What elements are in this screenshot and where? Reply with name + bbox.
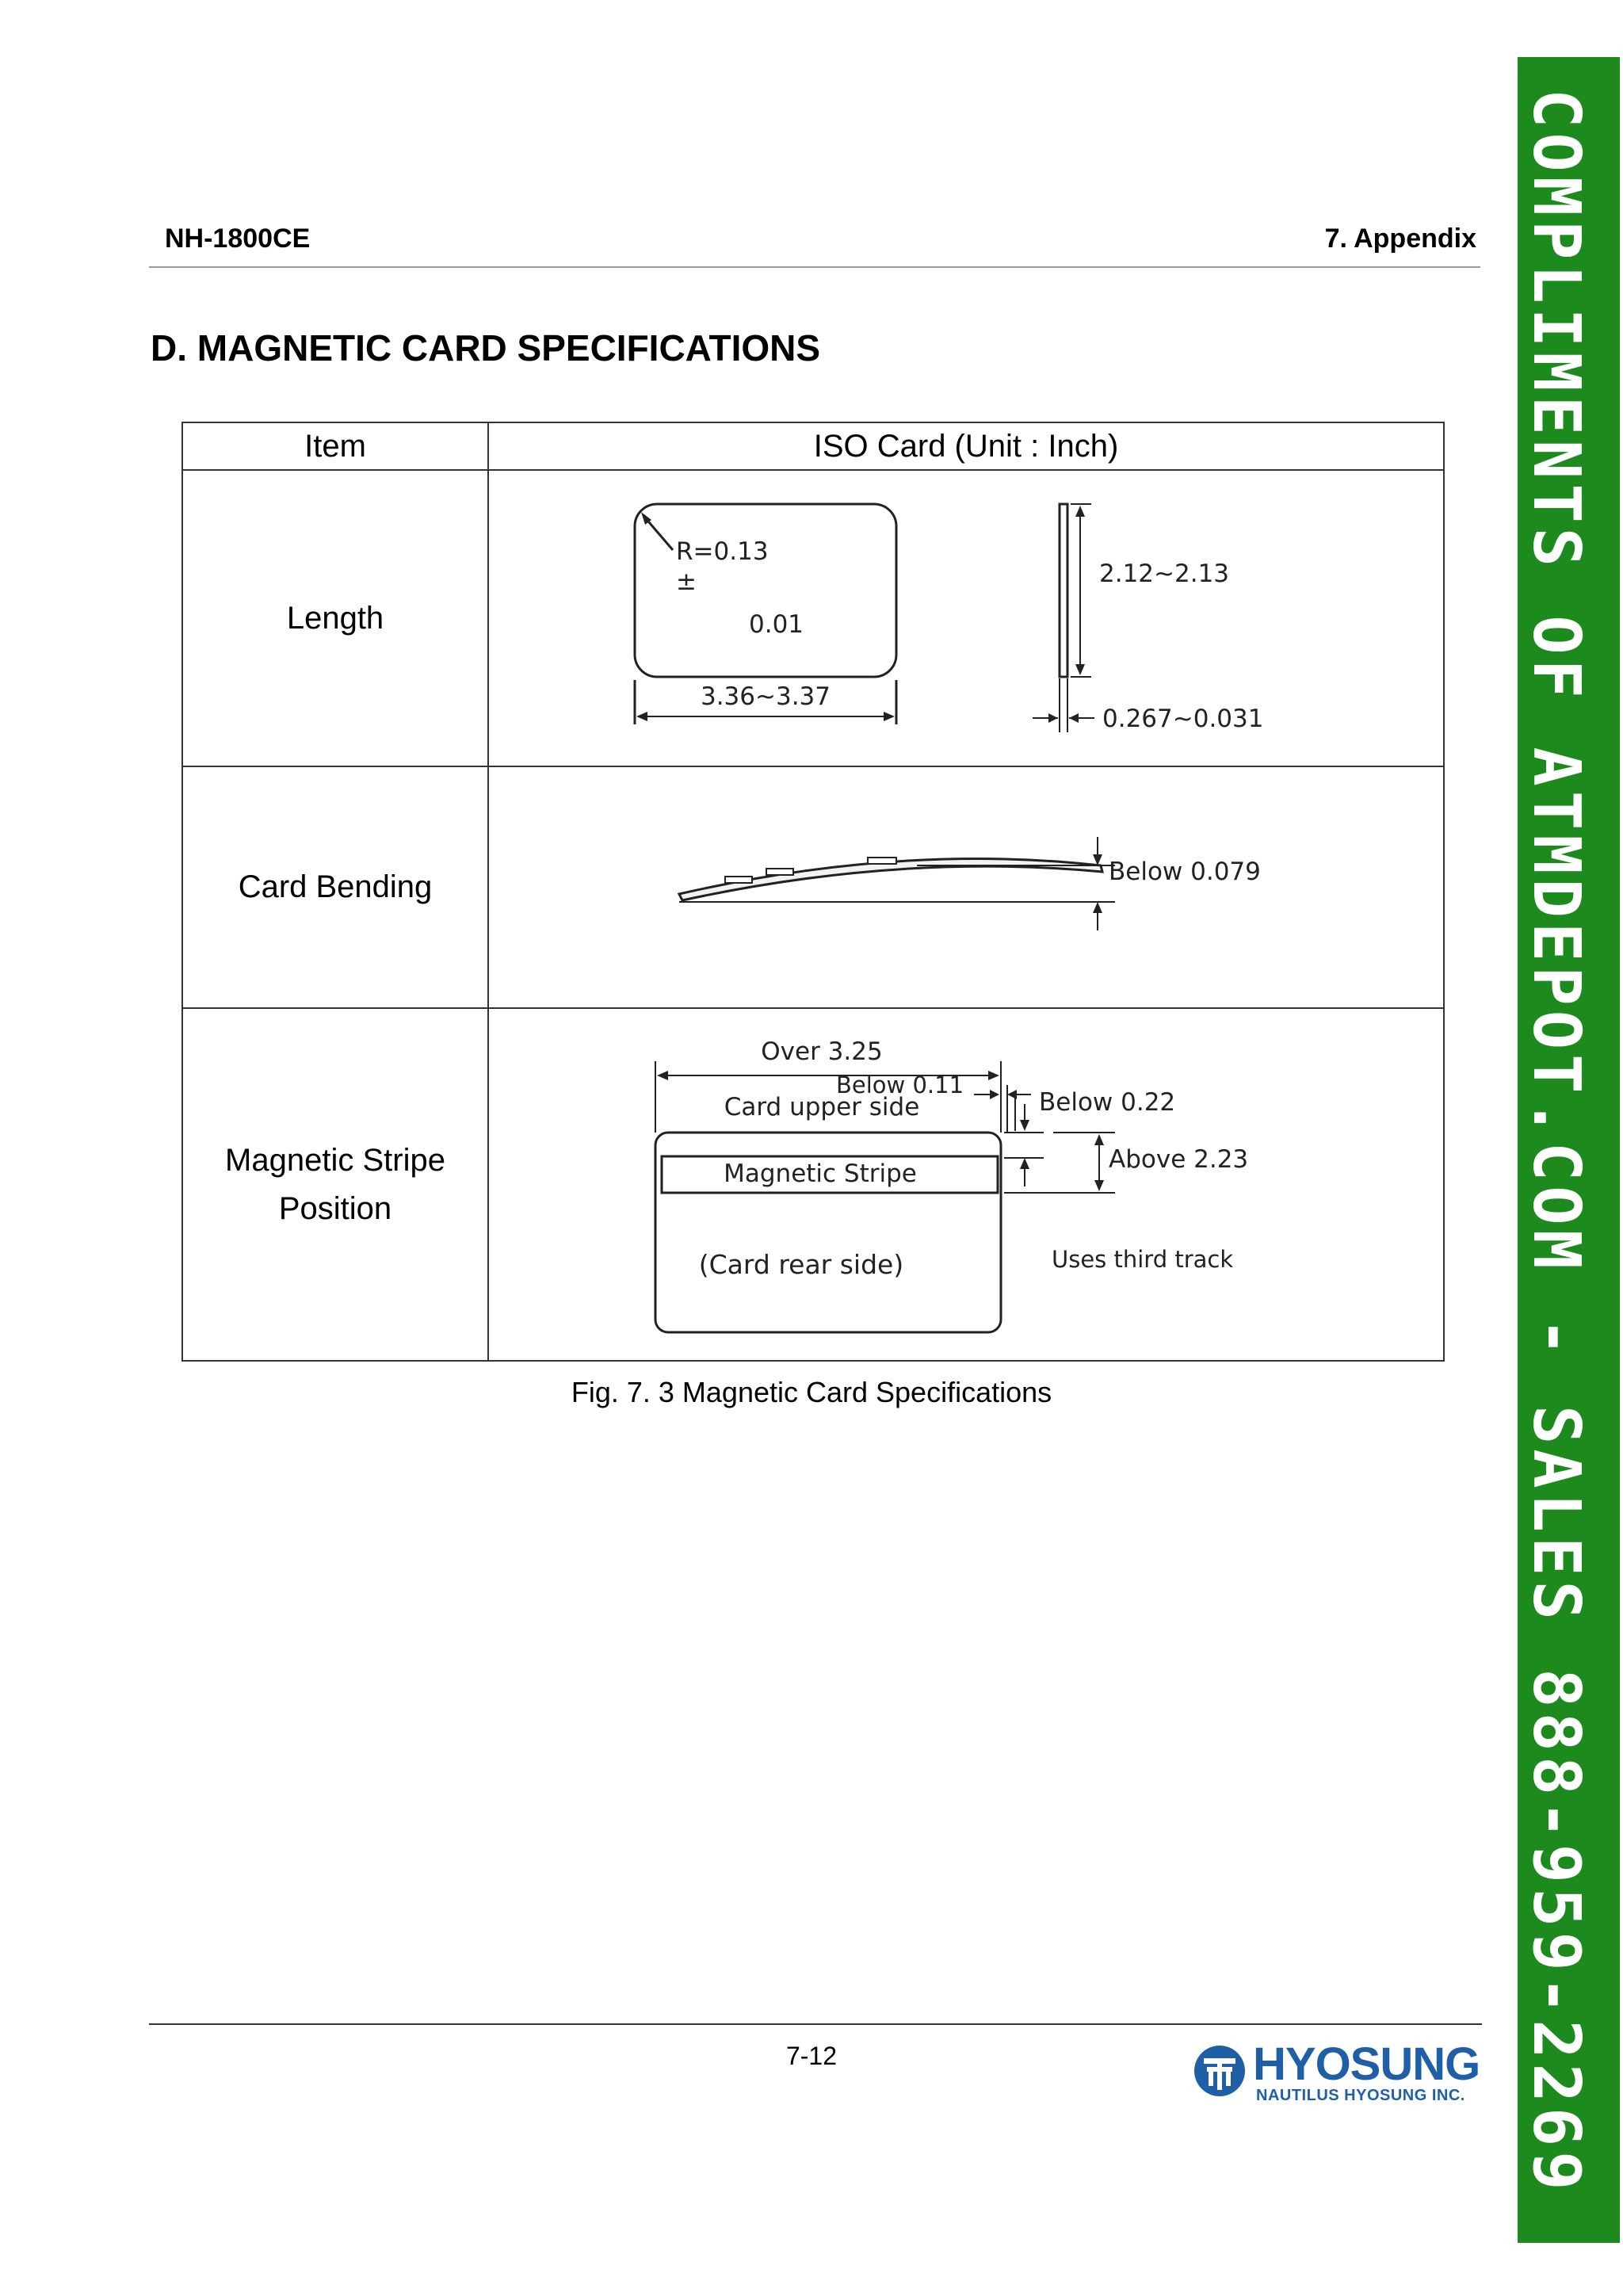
below-large-arrow-down (1020, 1120, 1029, 1132)
item-magnetic-stripe-position: Magnetic Stripe Position (181, 1007, 489, 1362)
bent-card-bump-1 (724, 876, 753, 884)
figure-caption: Fig. 7. 3 Magnetic Card Specifications (571, 1376, 1052, 1408)
logo-subtitle: NAUTILUS HYOSUNG INC. (1256, 2087, 1465, 2104)
hyosung-logo: HYOSUNG NAUTILUS HYOSUNG INC. (1193, 2038, 1480, 2104)
section-title: D. MAGNETIC CARD SPECIFICATIONS (151, 327, 821, 369)
hyosung-mark-icon (1194, 2046, 1245, 2096)
over-label: Over 3.25 (761, 1037, 882, 1066)
height-arrow-top (1075, 506, 1085, 518)
radius-label: R=0.13 (676, 537, 769, 566)
below-large-arrow-up (1020, 1158, 1029, 1170)
above-arrow-top (1094, 1134, 1104, 1146)
bent-card (677, 858, 1104, 903)
bending-limit-label: Below 0.079 (1109, 858, 1261, 886)
bent-card-bump-3 (867, 857, 897, 865)
side-banner: COMPLIMENTS OF ATMDEPOT.COM - SALES 888-… (1518, 57, 1620, 2243)
item-stripe-line2: Position (278, 1190, 392, 1226)
footer-divider (149, 2023, 1482, 2025)
over-arrow-right (988, 1071, 999, 1081)
stripe-diagram: Over 3.25 Below 0.11 Card upper side Mag… (654, 1037, 1248, 1334)
stripe-label: Magnetic Stripe (724, 1159, 917, 1188)
length-diagram-cell: R=0.13 ± 0.01 3.36~3.37 2.12~2.13 (487, 469, 1445, 768)
page-number: 7-12 (785, 2042, 838, 2070)
item-stripe-line1: Magnetic Stripe (225, 1142, 445, 1178)
card-outline (633, 502, 898, 678)
bend-arrow-top (1093, 854, 1102, 866)
card-rear-outline (654, 1131, 1002, 1334)
bending-diagram: Below 0.079 (677, 837, 1261, 931)
thickness-label: 0.267~0.031 (1102, 705, 1263, 733)
plusminus-label: ± (676, 567, 697, 596)
spec-table: Item ISO Card (Unit : Inch) Length R=0.1… (181, 421, 1445, 1362)
above-label: Above 2.23 (1109, 1145, 1248, 1174)
radius-arrowhead (641, 512, 651, 525)
height-label: 2.12~2.13 (1099, 560, 1229, 588)
header-model: NH-1800CE (165, 223, 311, 254)
table-row: Magnetic Stripe Position Over 3.25 Below… (181, 1007, 1445, 1362)
item-length: Length (181, 469, 489, 768)
rear-side-label: (Card rear side) (699, 1249, 903, 1280)
width-arrow-left (636, 712, 647, 722)
bending-diagram-cell: Below 0.079 (487, 766, 1445, 1010)
bend-arrow-bottom (1093, 902, 1102, 914)
below-large-label: Below 0.22 (1039, 1088, 1175, 1117)
length-diagram: R=0.13 ± 0.01 3.36~3.37 2.12~2.13 (633, 502, 1263, 733)
table-row: Length R=0.13 ± 0.01 3.36~3.37 (181, 469, 1445, 768)
track-label: Uses third track (1052, 1246, 1233, 1273)
bent-card-bump-2 (766, 868, 794, 877)
header-item: Item (181, 421, 489, 472)
width-label: 3.36~3.37 (701, 682, 831, 711)
header-chapter: 7. Appendix (1324, 223, 1476, 254)
over-arrow-left (657, 1071, 668, 1081)
radius-arrow (643, 516, 674, 552)
header-spec: ISO Card (Unit : Inch) (487, 421, 1445, 472)
width-arrow-right (884, 712, 895, 722)
thickness-arrow-left (1048, 713, 1058, 724)
height-arrow-bottom (1075, 664, 1085, 676)
upper-side-label: Card upper side (724, 1093, 920, 1121)
stripe-diagram-cell: Over 3.25 Below 0.11 Card upper side Mag… (487, 1007, 1445, 1362)
below-small-arrow-left (990, 1090, 999, 1100)
header-divider (149, 266, 1480, 268)
table-row: Card Bending Below 0.079 (181, 766, 1445, 1010)
above-arrow-bottom (1094, 1180, 1104, 1192)
side-banner-text: COMPLIMENTS OF ATMDEPOT.COM - SALES 888-… (1518, 89, 1594, 2195)
below-small-label: Below 0.11 (836, 1072, 964, 1098)
thickness-arrow-right (1069, 713, 1079, 724)
magnetic-stripe-band (660, 1155, 999, 1194)
card-side-view (1058, 502, 1069, 678)
table-header-row: Item ISO Card (Unit : Inch) (181, 421, 1445, 472)
logo-name: HYOSUNG (1253, 2038, 1480, 2090)
item-card-bending: Card Bending (181, 766, 489, 1010)
tolerance-label: 0.01 (749, 610, 804, 639)
